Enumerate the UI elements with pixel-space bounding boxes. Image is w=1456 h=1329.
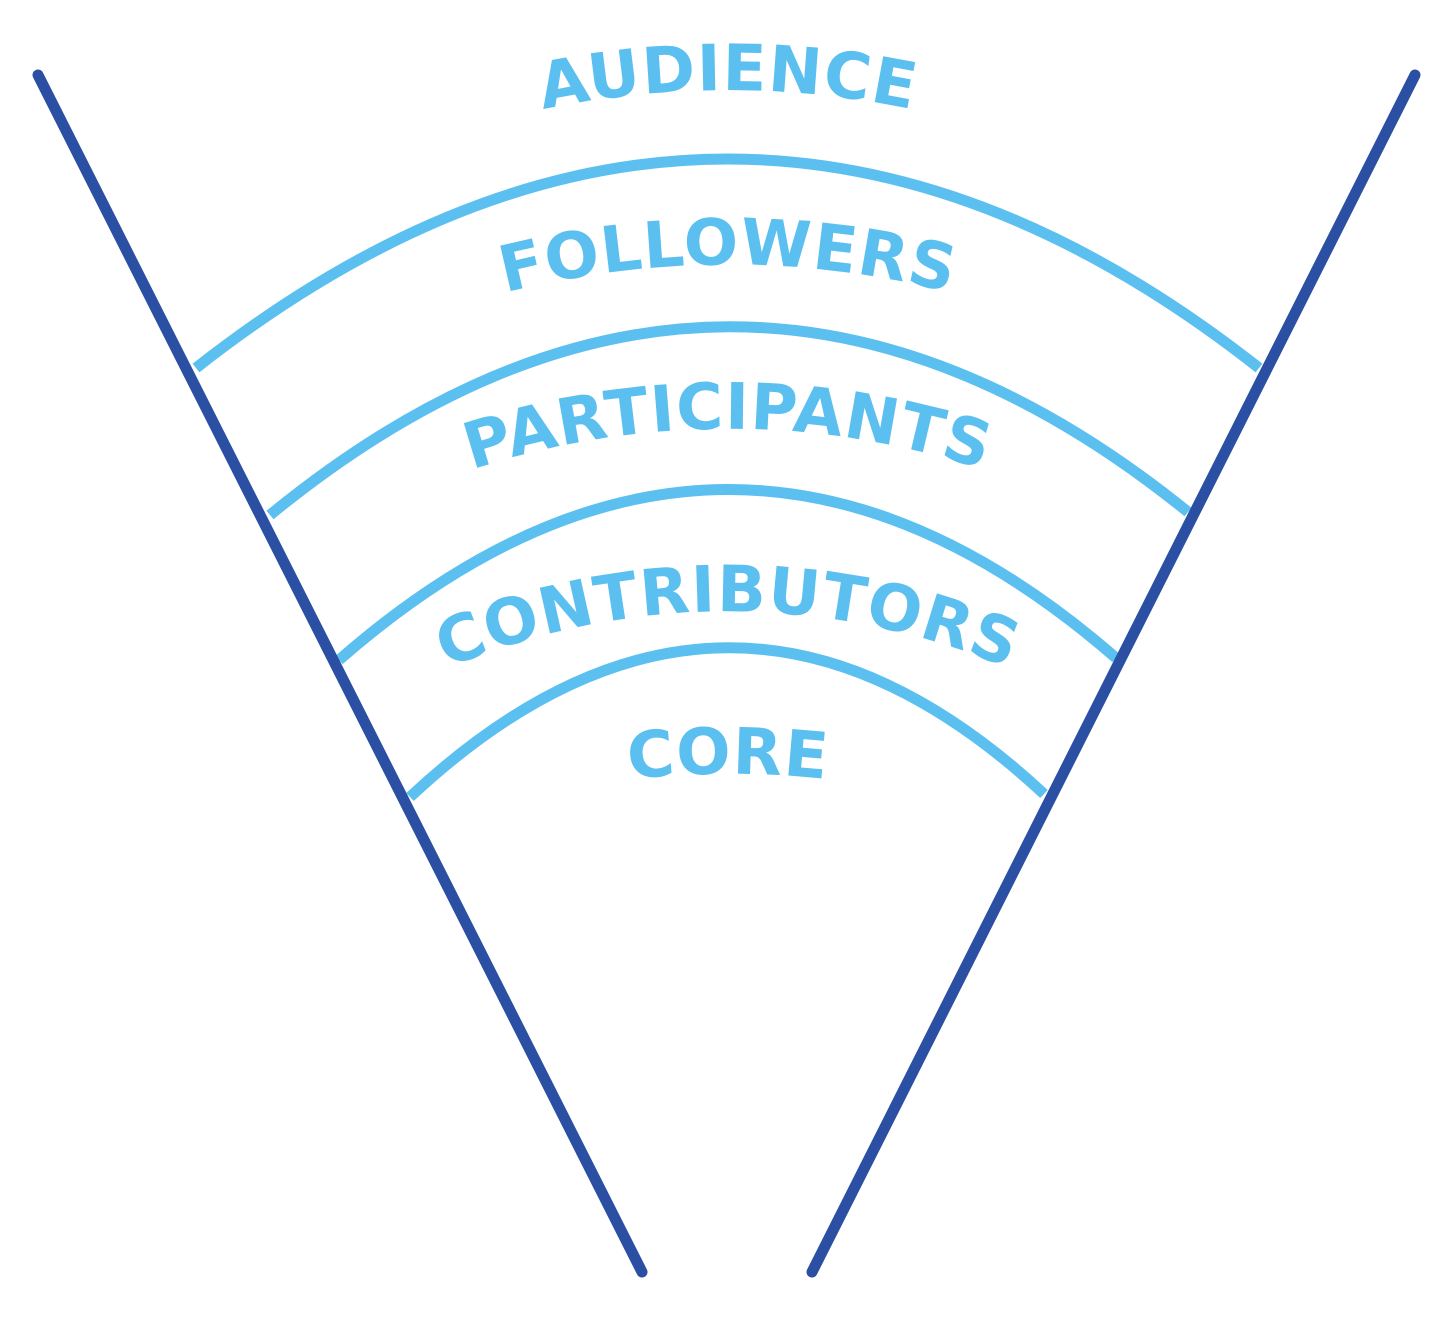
layer-label-contributors: CONTRIBUTORS <box>426 553 1031 683</box>
layer-label-audience: AUDIENCE <box>533 32 924 125</box>
ring-labels: AUDIENCE FOLLOWERS PARTICIPANTS CONTRIBU… <box>426 32 1031 795</box>
funnel-left-line <box>32 69 648 1278</box>
layer-label-core-text: CORE <box>624 715 831 795</box>
layer-label-audience-text: AUDIENCE <box>533 32 923 125</box>
funnel-right-line <box>806 69 1421 1278</box>
layer-label-core: CORE <box>624 715 832 795</box>
ring-arc-followers-boundary <box>192 153 1263 373</box>
ring-arcs <box>192 153 1263 802</box>
layer-label-contributors-text: CONTRIBUTORS <box>426 553 1030 683</box>
layer-label-followers-text: FOLLOWERS <box>492 206 963 308</box>
ring-arc-contributors-boundary <box>335 484 1120 665</box>
layer-label-followers: FOLLOWERS <box>492 206 964 308</box>
ring-arc-core-boundary <box>406 642 1048 802</box>
layer-label-participants: PARTICIPANTS <box>455 370 1001 484</box>
layer-label-participants-text: PARTICIPANTS <box>455 370 1000 484</box>
funnel-sides <box>32 69 1421 1278</box>
ring-arc-participants-boundary <box>266 321 1192 520</box>
